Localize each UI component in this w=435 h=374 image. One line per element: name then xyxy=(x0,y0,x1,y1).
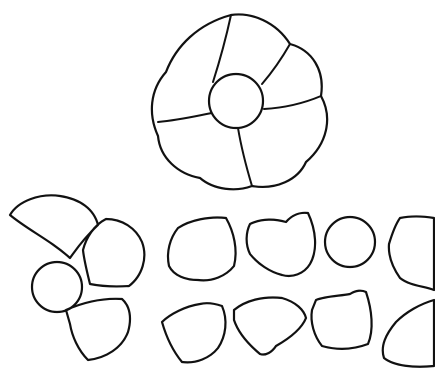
hatched-piece-3 xyxy=(162,303,225,362)
dotted-round-piece xyxy=(325,217,375,267)
hatched-piece-top-right xyxy=(83,219,144,286)
assembled-flower xyxy=(152,14,327,189)
hatched-piece-top-left xyxy=(10,195,98,258)
hatched-piece-2 xyxy=(247,213,315,276)
scattered-pieces xyxy=(162,213,434,367)
flower-center-piece xyxy=(209,74,263,128)
hatched-piece-bottom xyxy=(66,299,130,360)
separated-cluster xyxy=(10,195,144,360)
dotted-piece-1 xyxy=(168,217,236,280)
hatched-piece-edge-bottom xyxy=(383,300,434,367)
dotted-piece-5 xyxy=(311,291,371,349)
dotted-piece-edge-top xyxy=(389,217,434,291)
hatched-piece-4 xyxy=(234,298,306,355)
hatched-center-piece xyxy=(32,262,82,312)
